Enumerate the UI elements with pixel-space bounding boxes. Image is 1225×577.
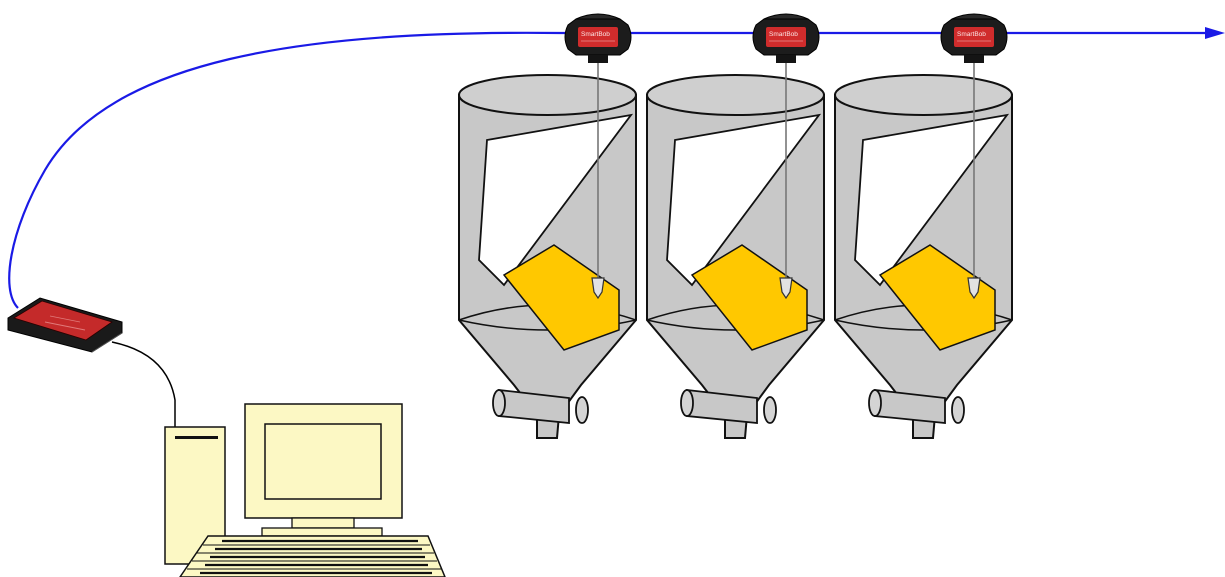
silo-icon [834,74,1013,439]
silo-icon [458,74,637,439]
gateway-box [7,297,123,353]
sensor-weight-icon [967,277,981,300]
desktop-computer [164,403,446,577]
level-sensor-icon [752,13,820,64]
silo-3 [834,50,1013,439]
level-sensor-icon [940,13,1008,64]
sensor-weight-icon [591,277,605,300]
level-sensor-icon [564,13,632,64]
sensor-label-1: SmartBob [581,31,610,38]
level-sensor-1: SmartBob [564,13,632,64]
network-cable [8,31,1205,309]
pc-cable [111,341,176,430]
sensor-weight-icon [779,277,793,300]
level-sensor-3: SmartBob [940,13,1008,64]
silo-2 [646,50,825,439]
level-sensor-2: SmartBob [752,13,820,64]
sensor-label-2: SmartBob [769,31,798,38]
sensor-label-3: SmartBob [957,31,986,38]
silo-icon [646,74,825,439]
silo-1 [458,50,637,439]
monitor-screen [264,423,382,500]
arrowhead-icon [1205,27,1225,39]
